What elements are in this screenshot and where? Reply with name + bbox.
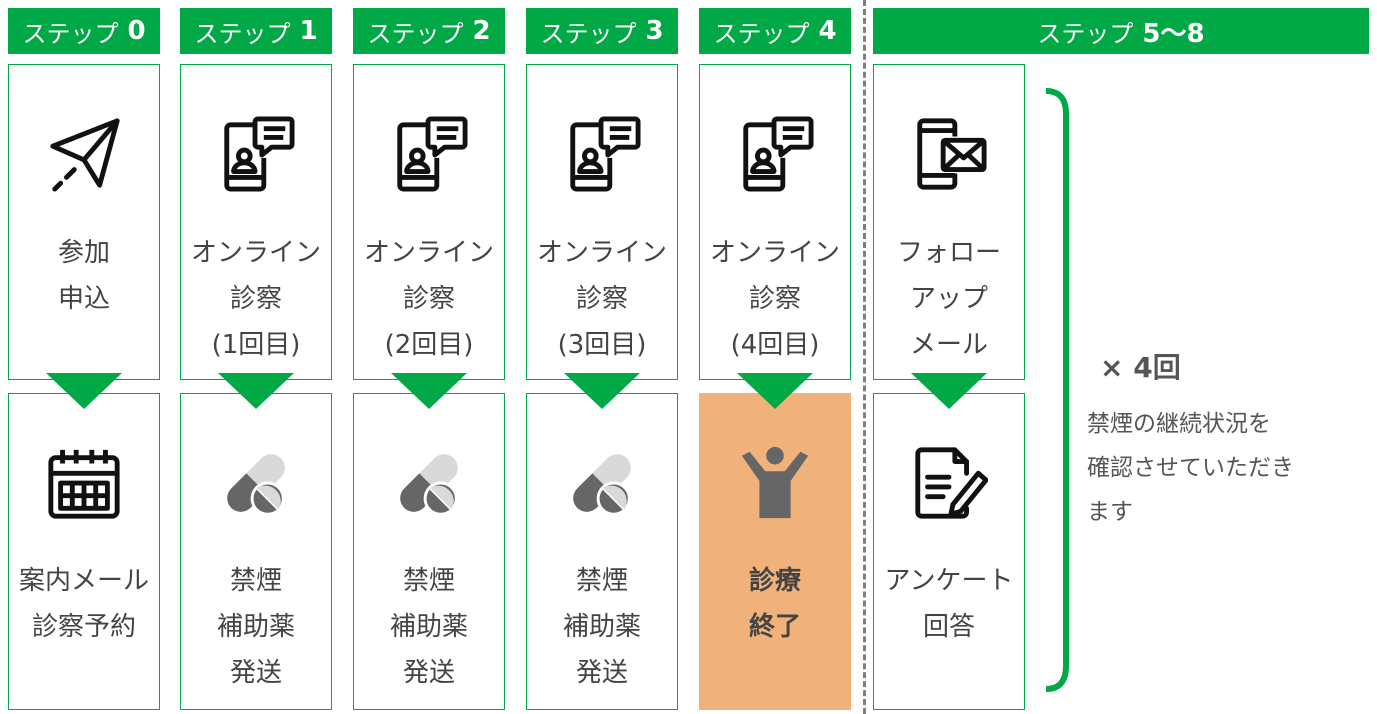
step-number: 1: [299, 16, 318, 46]
phone-chat-icon: [224, 116, 295, 192]
step-header-3: ステップ 3: [526, 8, 678, 54]
card-step-0-guide-mail: 案内メール診察予約: [8, 393, 160, 710]
step-number: 2: [472, 16, 491, 46]
down-arrow-step-0: [46, 373, 122, 409]
calendar-icon: [48, 449, 120, 519]
repeat-count: × 4回: [1100, 351, 1181, 384]
person-raised-arms-icon: [741, 446, 809, 519]
card-step-1-online-consult: オンライン診察(1回目): [180, 64, 332, 380]
step-label: ステップ: [1037, 19, 1134, 48]
phone-mail-icon: [917, 118, 987, 190]
card-step-3-medicine-shipping: 禁煙補助薬発送: [526, 393, 678, 710]
step-label: ステップ: [194, 19, 291, 48]
card-step-3-online-consult: オンライン診察(3回目): [526, 64, 678, 380]
card-step-2-online-consult: オンライン診察(2回目): [353, 64, 505, 380]
phone-chat-icon: [743, 116, 814, 192]
step-label: ステップ: [713, 19, 810, 48]
step-label: ステップ: [367, 19, 464, 48]
card-label: 参加申込: [57, 238, 110, 314]
card-label: 診療終了: [748, 566, 801, 642]
step-label: ステップ: [22, 19, 119, 48]
card-label: フォローアップメール: [896, 238, 1001, 360]
down-arrow-step-5: [911, 373, 987, 409]
card-label: 禁煙補助薬発送: [389, 566, 468, 688]
pills-icon: [573, 454, 631, 516]
step-number: 5～8: [1142, 18, 1205, 49]
document-pen-icon: [915, 447, 988, 519]
paper-plane-icon: [50, 118, 120, 192]
repeat-note: 禁煙の継続状況を 確認させていただき ます: [1087, 411, 1294, 525]
phone-chat-icon: [397, 116, 468, 192]
step-header-2: ステップ 2: [353, 8, 505, 54]
card-label: オンライン診察(4回目): [709, 238, 840, 360]
step-number: 4: [818, 16, 837, 46]
step-number: 3: [645, 16, 664, 46]
phone-chat-icon: [570, 116, 641, 192]
card-step-0-application: 参加申込: [8, 64, 160, 380]
card-step-2-medicine-shipping: 禁煙補助薬発送: [353, 393, 505, 710]
down-arrow-step-1: [218, 373, 294, 409]
card-step-4-online-consult: オンライン診察(4回目): [699, 64, 851, 380]
card-step-5-followup-mail: フォローアップメール: [873, 64, 1025, 380]
card-label: 案内メール診察予約: [18, 566, 149, 642]
card-step-4-treatment-end: 診療終了: [699, 393, 851, 710]
step-header-5-8: ステップ 5～8: [873, 8, 1369, 54]
down-arrow-step-3: [564, 373, 640, 409]
card-label: オンライン診察(1回目): [190, 238, 321, 360]
card-label: 禁煙補助薬発送: [216, 566, 295, 688]
repeat-bracket: [1045, 88, 1069, 692]
card-label: 禁煙補助薬発送: [562, 566, 641, 688]
phase-divider: [863, 0, 866, 714]
step-label: ステップ: [540, 19, 637, 48]
down-arrow-step-2: [391, 373, 467, 409]
card-label: オンライン診察(3回目): [536, 238, 667, 360]
card-step-1-medicine-shipping: 禁煙補助薬発送: [180, 393, 332, 710]
card-step-5-survey: アンケート回答: [873, 393, 1025, 710]
card-label: オンライン診察(2回目): [363, 238, 494, 360]
step-header-1: ステップ 1: [180, 8, 332, 54]
pills-icon: [400, 454, 458, 516]
step-number: 0: [127, 16, 146, 46]
down-arrow-step-4: [737, 373, 813, 409]
step-header-0: ステップ 0: [8, 8, 160, 54]
step-header-4: ステップ 4: [699, 8, 851, 54]
card-label: アンケート回答: [884, 566, 1014, 642]
pills-icon: [227, 454, 285, 516]
